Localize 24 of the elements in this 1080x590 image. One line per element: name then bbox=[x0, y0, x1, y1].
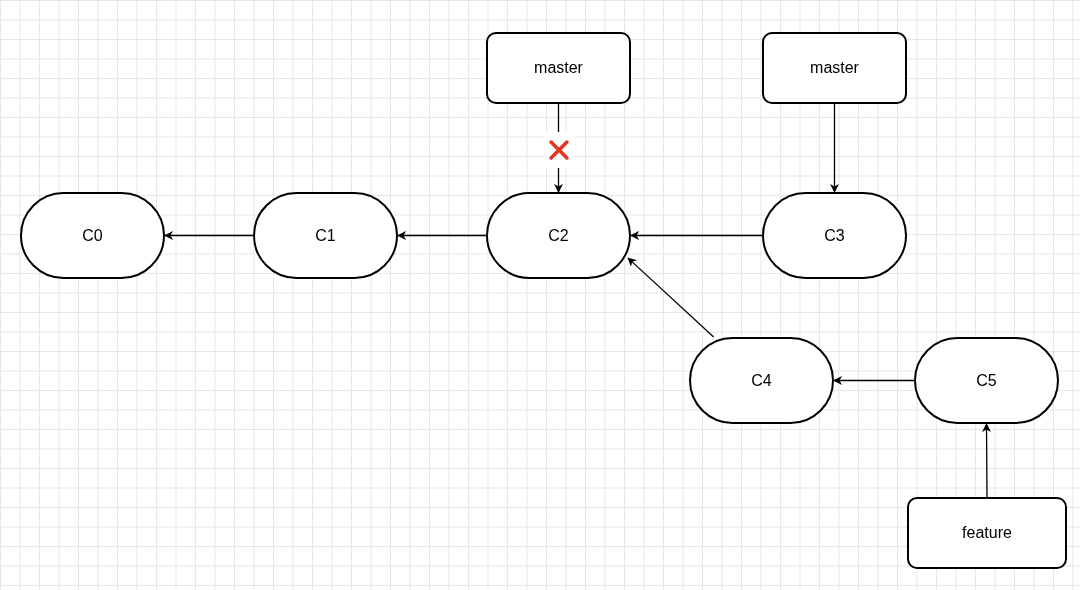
arrow bbox=[627, 257, 715, 338]
node-label: C0 bbox=[82, 225, 103, 246]
commit-node bbox=[914, 337, 1059, 424]
branch-box bbox=[907, 497, 1067, 569]
node-label: master bbox=[534, 58, 583, 78]
node-label: C4 bbox=[751, 370, 772, 391]
arrow bbox=[397, 231, 487, 240]
arrow bbox=[164, 231, 254, 240]
commit-node bbox=[486, 192, 631, 279]
node-label: C5 bbox=[976, 370, 997, 391]
node-label: C1 bbox=[315, 225, 336, 246]
branch-box bbox=[486, 32, 631, 104]
node-label: C3 bbox=[824, 225, 845, 246]
arrow bbox=[982, 423, 992, 498]
commit-node bbox=[20, 192, 165, 279]
commit-node bbox=[762, 192, 907, 279]
node-label: feature bbox=[962, 523, 1012, 543]
branch-box bbox=[762, 32, 907, 104]
arrow bbox=[830, 103, 839, 193]
node-label: master bbox=[810, 58, 859, 78]
commit-node bbox=[253, 192, 398, 279]
arrow bbox=[833, 376, 915, 385]
node-label: C2 bbox=[548, 225, 569, 246]
arrow bbox=[630, 231, 763, 240]
